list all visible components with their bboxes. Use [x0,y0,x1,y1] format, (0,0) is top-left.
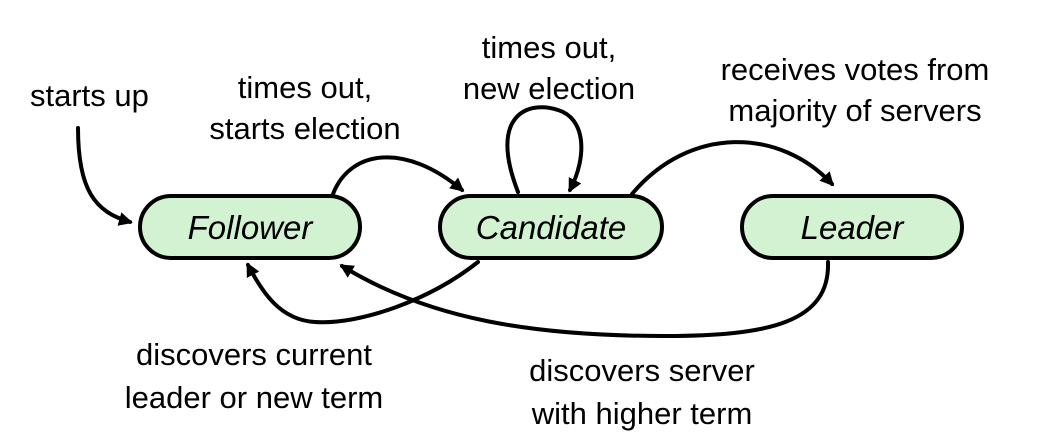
start-arrow [76,126,133,226]
follower-to-candidate-label-line1: times out, [238,70,372,105]
leader-state: Leader [740,194,964,260]
follower-to-candidate-arrow [331,155,465,196]
candidate-to-follower-label-line1: discovers current [136,337,372,372]
candidate-to-leader-arrow [630,140,835,196]
candidate-to-leader-label-line2: majority of servers [728,93,981,128]
candidate-to-follower-label-line2: leader or new term [125,380,383,415]
candidate-self-loop-arrow [505,105,584,194]
candidate-to-follower-arrow [246,260,480,325]
follower-state-label: Follower [188,209,315,246]
leader-state-label: Leader [801,209,906,246]
candidate-state-label: Candidate [476,209,626,246]
candidate-state: Candidate [438,194,664,260]
follower-state: Follower [138,194,362,260]
leader-to-follower-label-line1: discovers server [529,353,755,388]
candidate-to-leader-label-line1: receives votes from [721,52,990,87]
leader-to-follower-label-line2: with higher term [531,396,753,431]
leader-to-follower-arrow [339,260,831,339]
candidate-self-label-line1: times out, [482,30,616,65]
candidate-self-label-line2: new election [463,71,635,106]
follower-to-candidate-label-line2: starts election [209,111,400,146]
starts-up-label: starts up [30,78,149,113]
